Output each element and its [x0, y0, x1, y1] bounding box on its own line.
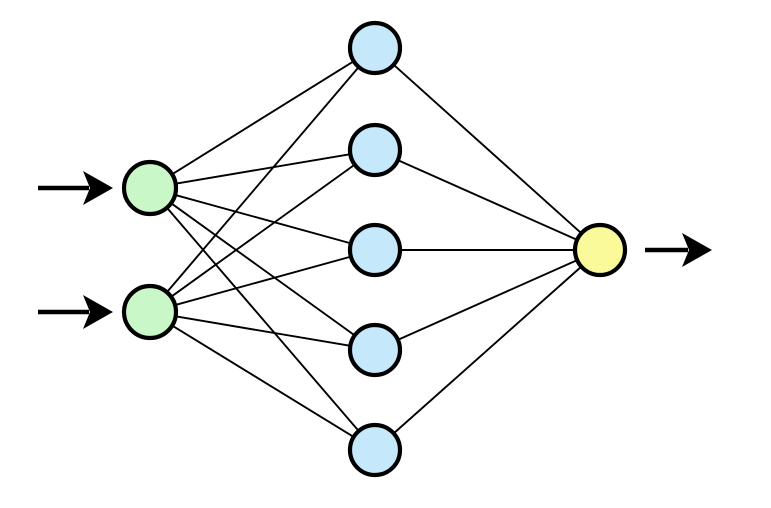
- edge-i1-h3: [174, 193, 352, 245]
- node-h2[interactable]: [347, 122, 403, 178]
- edge-i2-h4: [174, 315, 352, 347]
- edge-i2-h1: [165, 66, 360, 294]
- node-h4[interactable]: [347, 322, 403, 378]
- input-arrow-2: [38, 295, 113, 329]
- node-i2[interactable]: [121, 283, 179, 341]
- edge-i1-h4: [170, 202, 356, 337]
- input-arrow-1: [38, 171, 113, 205]
- output-arrow: [645, 233, 712, 267]
- node-h3[interactable]: [347, 222, 403, 278]
- edge-h2-o1: [396, 159, 579, 241]
- edge-h5-o1: [392, 265, 583, 435]
- node-h5[interactable]: [347, 422, 403, 478]
- io-arrows-group: [38, 171, 712, 329]
- edge-i1-h2: [174, 153, 352, 185]
- edge-i1-h1: [171, 60, 355, 176]
- input-arrow-2-head: [83, 295, 113, 329]
- edge-i2-h5: [171, 324, 355, 438]
- edge-h1-o1: [392, 63, 583, 235]
- node-i1[interactable]: [121, 159, 179, 217]
- node-h1[interactable]: [347, 20, 403, 76]
- edge-h4-o1: [396, 259, 579, 341]
- edge-i2-h3: [174, 255, 352, 307]
- edges-group: [165, 60, 583, 438]
- node-o1[interactable]: [572, 222, 628, 278]
- edge-i2-h2: [170, 163, 356, 298]
- input-arrow-1-head: [83, 171, 113, 205]
- output-arrow-head: [682, 233, 712, 267]
- nodes-group: [121, 20, 628, 478]
- edge-i1-h5: [165, 206, 360, 432]
